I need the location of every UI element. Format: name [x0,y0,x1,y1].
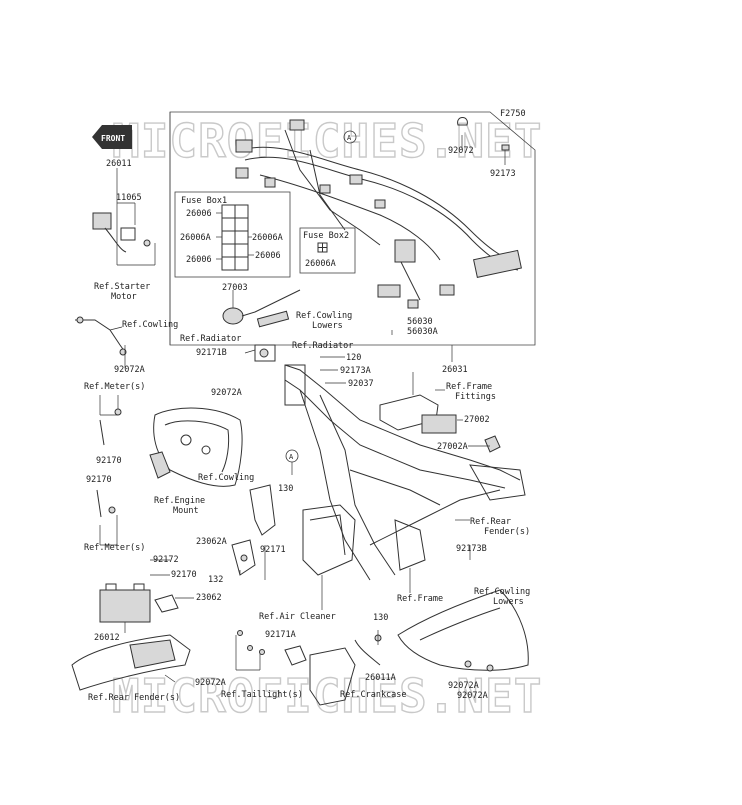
label-27002a: 27002A [437,442,468,452]
label-ref-engine-mount: Ref.Engine [154,496,205,506]
meter-fasteners [96,395,122,546]
label-ref-frame-fittings: Ref.Frame [446,382,492,392]
label-ref-cowling-mid: Ref.Cowling [198,473,254,483]
label-ref-starter: Ref.Starter [94,282,150,292]
label-ref-meter-bottom: Ref.Meter(s) [84,543,145,553]
label-92072a-mid: 92072A [211,388,242,398]
label-ref-cowling-lowers-bottom-2: Lowers [493,597,524,607]
label-132: 132 [208,575,223,585]
label-ref-engine-mount-2: Mount [173,506,199,516]
label-ref-meter-top: Ref.Meter(s) [84,382,145,392]
fuse-1-part-3: 26006 [186,255,212,265]
label-ref-cowling-lowers-top: Ref.Cowling [296,311,352,321]
label-ref-rear-fender-bottom: Ref.Rear Fender(s) [88,693,180,703]
label-26011a: 26011A [365,673,396,683]
label-ref-radiator-right: Ref.Radiator [292,341,353,351]
label-130-mid: 130 [278,484,293,494]
watermark-bottom: MICROFICHES.NET [112,669,542,723]
label-ref-taillight: Ref.Taillight(s) [221,690,303,700]
inner-cowling [149,407,243,487]
fuse-box-1-title: Fuse Box1 [181,196,227,206]
cowling-bracket-left [75,316,127,368]
fuse-1-part-1: 26006 [186,209,212,219]
watermark-top: MICROFICHES.NET [112,114,542,168]
label-27003: 27003 [222,283,248,293]
svg-text:A: A [347,134,352,142]
label-ref-rear-fender-right: Ref.Rear [470,517,511,527]
label-92072a-bl: 92072A [195,678,226,688]
engine-mount-bracket [231,484,276,576]
label-ref-cowling-lowers-top-2: Lowers [312,321,343,331]
label-92173b: 92173B [456,544,487,554]
label-92072a-r2: 92072A [457,691,488,701]
callout-a-bottom: A [285,449,299,475]
label-92172: 92172 [153,555,179,565]
label-ref-cowling-lowers-bottom: Ref.Cowling [474,587,530,597]
label-56030: 56030 [407,317,433,327]
label-26011: 26011 [106,159,132,169]
label-23062: 23062 [196,593,222,603]
label-92170-c: 92170 [171,570,197,580]
callout-a-top: A [343,130,357,144]
frame-fittings-ecu [379,372,501,453]
label-26031: 26031 [442,365,468,375]
battery-26012 [99,583,179,633]
label-92037: 92037 [348,379,374,389]
label-ref-rear-fender-right-2: Fender(s) [484,527,530,537]
label-92072a-left: 92072A [114,365,145,375]
label-ref-air-cleaner: Ref.Air Cleaner [259,612,336,622]
label-92173a: 92173A [340,366,371,376]
main-frame [284,364,526,593]
label-120: 120 [346,353,361,363]
label-ref-crankcase: Ref.Crankcase [340,690,407,700]
label-23062a: 23062A [196,537,227,547]
fuse-1-part-2: 26006A [180,233,211,243]
part-labels: 26011 11065 92072 92173 Ref.Starter Moto… [84,117,530,703]
label-92173-top: 92173 [490,169,516,179]
label-ref-frame-fittings-2: Fittings [455,392,496,402]
fuse-box-2-part: 26006A [305,259,336,269]
label-ref-cowling-left: Ref.Cowling [122,320,178,330]
leader-lines [150,135,506,599]
label-56030a: 56030A [407,327,438,337]
label-92171: 92171 [260,545,286,555]
air-cleaner [302,504,356,610]
label-92072a-r1: 92072A [448,681,479,691]
crankcase-sensor [309,630,382,706]
label-ref-frame: Ref.Frame [397,594,443,604]
radiator-bracket [244,344,276,362]
taillight-fasteners [235,630,307,671]
label-92170-b: 92170 [86,475,112,485]
fuse-1-part-5: 26006 [255,251,281,261]
label-92170-a: 92170 [96,456,122,466]
front-arrow-icon: FRONT [92,125,132,149]
svg-text:A: A [289,453,294,461]
fuse-box-2: Fuse Box2 26006A [299,227,356,274]
front-label: FRONT [101,134,125,143]
label-11065: 11065 [116,193,142,203]
cowling-lowers-right [397,589,529,672]
label-92171a: 92171A [265,630,296,640]
rear-fender-assembly [71,634,191,691]
label-ref-starter-2: Motor [111,292,137,302]
main-wiring-harness [235,119,522,309]
label-92171b: 92171B [196,348,227,358]
starter-relay [92,168,156,266]
sensor-27003 [222,289,301,328]
fuse-box-1: Fuse Box1 26006 26006A 26006 26006A 2600… [174,191,291,278]
label-92072-top: 92072 [448,146,474,156]
label-ref-radiator-left: Ref.Radiator [180,334,241,344]
figure-code: F2750 [500,109,526,119]
label-130-bottom: 130 [373,613,388,623]
fuse-box-2-title: Fuse Box2 [303,231,349,241]
label-27002: 27002 [464,415,490,425]
label-26012: 26012 [94,633,120,643]
fuse-1-part-4: 26006A [252,233,283,243]
